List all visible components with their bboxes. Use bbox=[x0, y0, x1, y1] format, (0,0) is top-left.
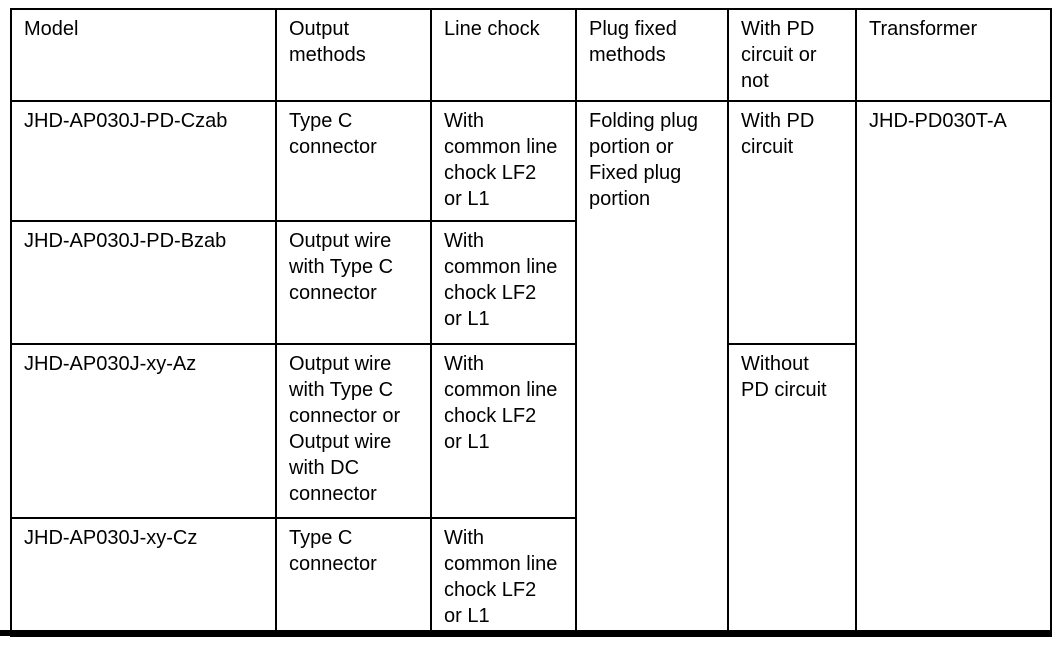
table-row: JHD-AP030J-xy-Cz Type C connector With c… bbox=[10, 517, 1051, 637]
cell-model: JHD-AP030J-PD-Czab bbox=[10, 100, 277, 222]
bottom-rule bbox=[0, 630, 1052, 636]
table-row: JHD-AP030J-PD-Czab Type C connector With… bbox=[10, 100, 1052, 637]
table-row: JHD-AP030J-PD-Bzab Output wire with Type… bbox=[10, 220, 1051, 345]
col-header-pd-circuit: With PD circuit or not bbox=[727, 8, 857, 102]
table-header-row: Model Output methods Line chock Plug fix… bbox=[10, 8, 1052, 102]
cell-without-pd-circuit: Without PD circuit bbox=[727, 343, 857, 637]
cell-transformer: JHD-PD030T-A bbox=[855, 100, 1052, 637]
cell-line-chock: With common line chock LF2 or L1 bbox=[430, 100, 577, 222]
col-header-model: Model bbox=[10, 8, 277, 102]
cell-model: JHD-AP030J-xy-Cz bbox=[10, 517, 277, 637]
cell-with-pd-circuit: With PD circuit bbox=[727, 100, 857, 345]
cell-output-method: Output wire with Type C connector or Out… bbox=[275, 343, 432, 519]
cell-line-chock: With common line chock LF2 or L1 bbox=[430, 343, 577, 519]
spec-table: Model Output methods Line chock Plug fix… bbox=[10, 8, 1052, 637]
cell-plug-fixed-methods: Folding plug portion or Fixed plug porti… bbox=[575, 100, 729, 637]
cell-output-method: Output wire with Type C connector bbox=[275, 220, 432, 345]
col-header-plug-fixed-methods: Plug fixed methods bbox=[575, 8, 729, 102]
cell-model: JHD-AP030J-PD-Bzab bbox=[10, 220, 277, 345]
col-header-line-chock: Line chock bbox=[430, 8, 577, 102]
cell-output-method: Type C connector bbox=[275, 100, 432, 222]
cell-output-method: Type C connector bbox=[275, 517, 432, 637]
col-header-output-methods: Output methods bbox=[275, 8, 432, 102]
cell-line-chock: With common line chock LF2 or L1 bbox=[430, 220, 577, 345]
cell-model: JHD-AP030J-xy-Az bbox=[10, 343, 277, 519]
col-header-transformer: Transformer bbox=[855, 8, 1052, 102]
cell-line-chock: With common line chock LF2 or L1 bbox=[430, 517, 577, 637]
table-row: JHD-AP030J-xy-Az Output wire with Type C… bbox=[10, 343, 1051, 637]
